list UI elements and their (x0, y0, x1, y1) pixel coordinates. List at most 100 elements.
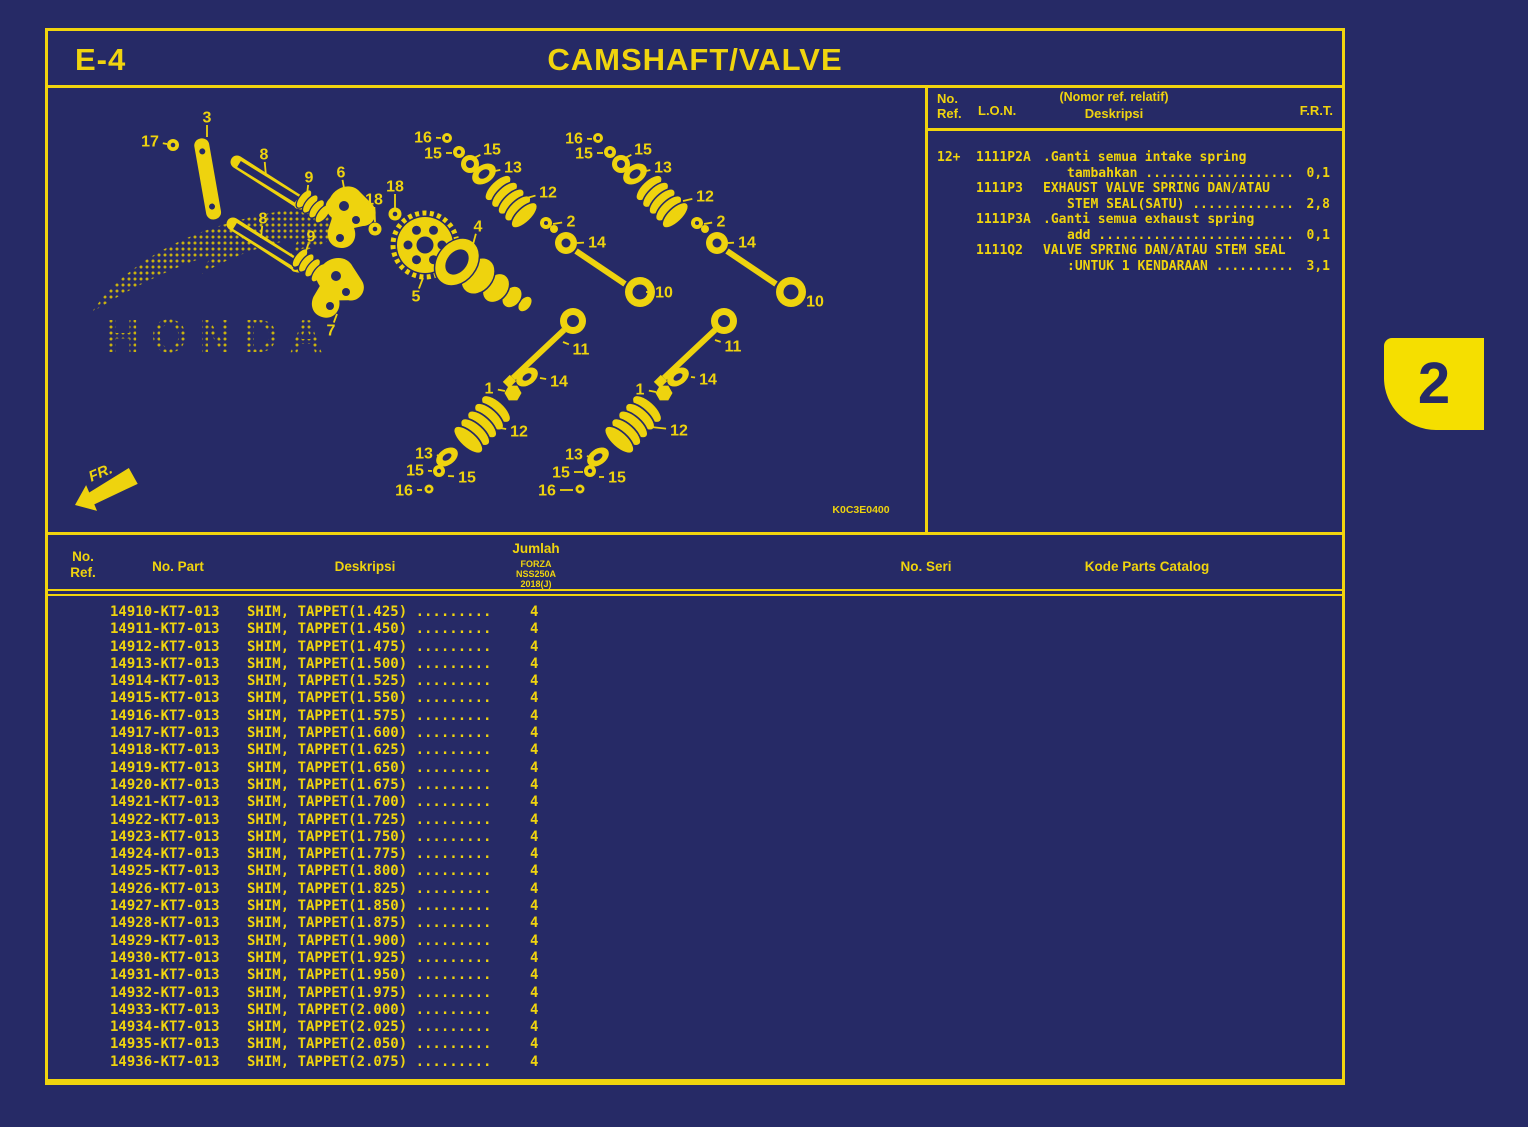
diagram-callout: 15 (552, 465, 570, 482)
diagram-code: K0C3E0400 (832, 504, 889, 516)
parts-table-header: No. Ref. No. Part Deskripsi Jumlah FORZA… (48, 535, 1342, 591)
parts-header-underline (48, 594, 1342, 596)
lon-col-deskripsi: Deskripsi (1084, 106, 1144, 121)
callout-leader (703, 221, 713, 225)
part-description: SHIM, TAPPET(1.675) ......... (247, 776, 492, 793)
diagram-callout: 4 (474, 219, 483, 236)
diagram-panel: HONDA (48, 88, 925, 532)
diagram-callout: 15 (406, 463, 424, 480)
camshaft-4-drawing (433, 237, 534, 313)
callout-leader (436, 454, 442, 457)
part-number: 14932-KT7-013 (110, 984, 220, 1001)
diagram-callout: 11 (573, 342, 590, 359)
honda-watermark: HONDA (92, 206, 372, 362)
rocker-arm-7-drawing (307, 253, 370, 325)
callout-leader (497, 388, 506, 392)
diagram-callout: 3 (203, 110, 212, 127)
bolt-18a-drawing (368, 222, 382, 236)
part-description: SHIM, TAPPET(1.800) ......... (247, 863, 492, 880)
bolt-17-drawing (167, 139, 179, 151)
part-number: 14921-KT7-013 (110, 794, 220, 811)
part-quantity: 4 (530, 1001, 539, 1018)
part-description: SHIM, TAPPET(2.050) ......... (247, 1036, 492, 1053)
callout-leader (586, 455, 593, 458)
part-number: 14917-KT7-013 (110, 725, 220, 742)
part-description: SHIM, TAPPET(1.425) ......... (247, 604, 492, 620)
part-quantity: 4 (530, 1019, 539, 1036)
lon-col-lon: L.O.N. (978, 103, 1017, 118)
part-description: SHIM, TAPPET(1.850) ......... (247, 898, 492, 915)
callout-leader (260, 225, 264, 239)
part-quantity: 4 (530, 725, 539, 742)
part-number: 14933-KT7-013 (110, 1001, 220, 1018)
part-quantity: 4 (530, 655, 539, 672)
callout-leader (418, 277, 424, 289)
callout-leader (306, 184, 310, 196)
callout-leader (473, 154, 481, 159)
part-number: 14923-KT7-013 (110, 828, 220, 845)
diagram-callout: 12 (696, 189, 714, 206)
parts-col-no-ref: No. Ref. (70, 549, 96, 580)
part-number: 14911-KT7-013 (110, 621, 220, 638)
part-description: SHIM, TAPPET(1.825) ......... (247, 880, 492, 897)
lon-row-line2: add .........................0,1 (1067, 227, 1330, 243)
valve-assembly-right (576, 133, 807, 494)
part-number: 14931-KT7-013 (110, 967, 220, 984)
diagram-callout: 13 (504, 160, 522, 177)
diagram-callout: 16 (538, 483, 556, 500)
part-description: SHIM, TAPPET(1.575) ......... (247, 707, 492, 724)
diagram-callout: 12 (510, 424, 528, 441)
part-quantity: 4 (530, 932, 539, 949)
jumlah-model: FORZA (520, 559, 552, 569)
diagram-callout: 17 (141, 134, 159, 151)
part-description: SHIM, TAPPET(1.625) ......... (247, 742, 492, 759)
part-number: 14910-KT7-013 (110, 604, 220, 620)
diagram-callout: 8 (259, 211, 268, 228)
page-header: E-4 CAMSHAFT/VALVE (48, 31, 1342, 88)
diagram-callout: 7 (327, 323, 336, 340)
page-title: CAMSHAFT/VALVE (547, 42, 843, 77)
lon-col-deskripsi-sub: (Nomor ref. relatif) (1059, 90, 1169, 104)
page-number-tab[interactable]: 2 (1384, 338, 1484, 430)
callout-leader (645, 169, 651, 172)
part-number: 14913-KT7-013 (110, 655, 220, 672)
parts-col-deskripsi: Deskripsi (334, 559, 396, 574)
diagram-callout: 12 (670, 423, 688, 440)
parts-col-no-part: No. Part (152, 559, 204, 574)
parts-col-jumlah: Jumlah (512, 541, 560, 556)
callout-leader (539, 377, 547, 380)
part-description: SHIM, TAPPET(1.725) ......... (247, 811, 492, 828)
callout-leader (263, 161, 267, 177)
section-separator (48, 532, 1342, 535)
part-description: SHIM, TAPPET(2.025) ......... (247, 1019, 492, 1036)
callout-leader (304, 243, 310, 255)
lon-row-line2: STEM SEAL(SATU) .............2,8 (1067, 196, 1330, 212)
part-description: SHIM, TAPPET(1.925) ......... (247, 949, 492, 966)
callout-leader (682, 198, 693, 202)
diagram-callout: 12 (539, 185, 557, 202)
diagram-callout: 6 (337, 165, 346, 182)
diagram-callout: 9 (305, 170, 314, 187)
diagram-callout: 10 (655, 285, 673, 302)
diagram-callout: 16 (395, 483, 413, 500)
diagram-callout: 16 (565, 131, 583, 148)
part-row: 14910-KT7-013 SHIM, TAPPET(1.425) .......… (48, 604, 1339, 621)
part-number: 14924-KT7-013 (110, 846, 220, 863)
callout-leader (499, 427, 507, 430)
part-quantity: 4 (530, 898, 539, 915)
parts-col-kode: Kode Parts Catalog (1084, 559, 1210, 574)
diagram-callout: 2 (717, 214, 726, 231)
lon-col-frt: F.R.T. (1299, 103, 1333, 118)
diagram-callout: 15 (424, 146, 442, 163)
bolt-18b-drawing (388, 207, 402, 221)
